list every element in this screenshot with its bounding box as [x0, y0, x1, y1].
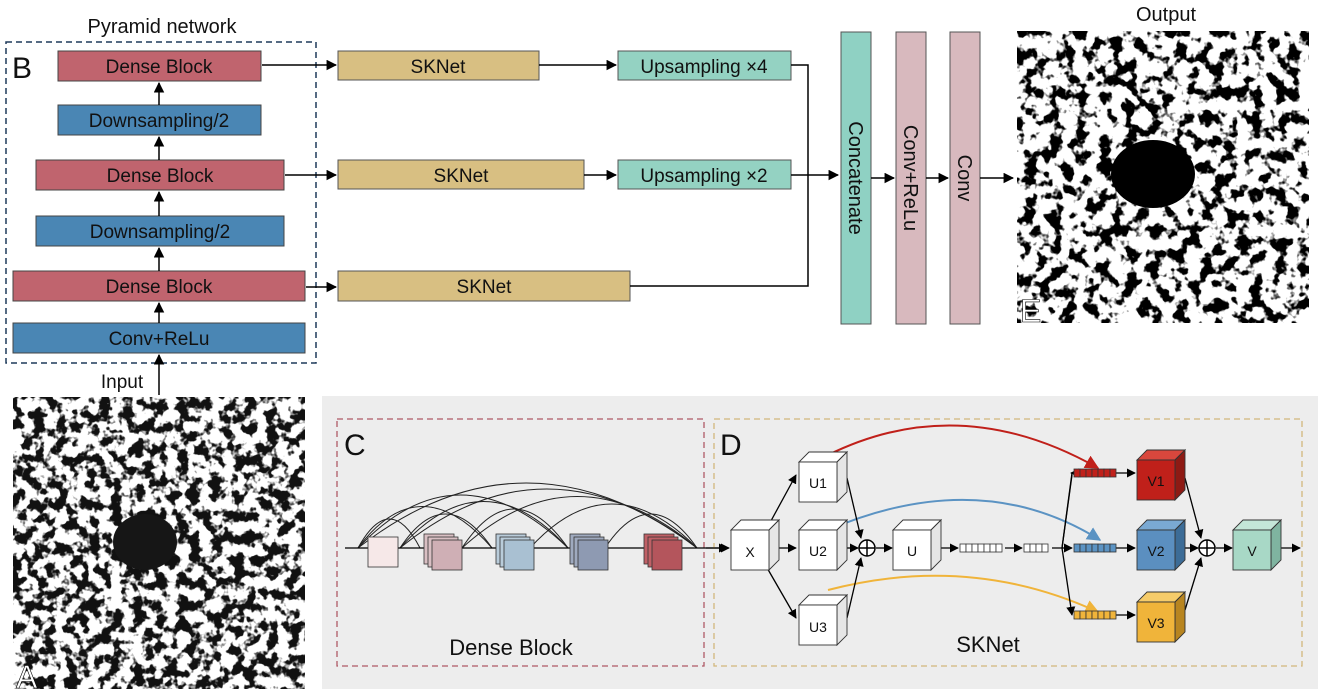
sknet-flow-arrows [706, 468, 1301, 620]
sum-node-1 [858, 539, 876, 557]
dense-feature-stack-2 [423, 533, 463, 571]
downsampling-bottom: Downsampling/2 [35, 215, 285, 247]
sknet-top-label: SKNet [411, 57, 467, 78]
downsampling-top-label: Downsampling/2 [89, 111, 229, 132]
input-image [13, 397, 305, 689]
dense-feature-stack-4 [569, 533, 609, 571]
dense-block-top-label: Dense Block [106, 57, 213, 78]
branch-arrows [262, 59, 840, 293]
fusion-conv-block: Conv [949, 31, 981, 325]
output-title: Output [1136, 4, 1196, 26]
downsampling-bottom-label: Downsampling/2 [90, 222, 230, 243]
upsampling-mid-label: Upsampling ×2 [640, 166, 767, 187]
fusion-conv-label: Conv [953, 155, 975, 202]
vector-c-yellow [1073, 610, 1117, 620]
conv-relu-label: Conv+ReLu [109, 329, 210, 350]
cube-v1: V1 [1135, 448, 1187, 502]
conv-relu-block: Conv+ReLu [12, 322, 306, 354]
vector-b-blue [1073, 543, 1117, 553]
dense-feature-stack-1 [367, 536, 399, 568]
dense-block-mid: Dense Block [35, 159, 285, 191]
fusion-conv-relu-label: Conv+ReLu [899, 125, 921, 231]
dense-detail-caption: Dense Block [449, 635, 574, 660]
input-label: Input [101, 372, 144, 393]
output-image [1017, 31, 1309, 323]
concatenate-block: Concatenate [840, 31, 872, 325]
upsampling-mid: Upsampling ×2 [617, 159, 792, 190]
downsampling-top: Downsampling/2 [57, 104, 262, 136]
cube-u: U [891, 518, 943, 572]
cube-v1-label: V1 [1147, 473, 1164, 489]
panel-letter-b: B [12, 52, 32, 85]
cube-v2: V2 [1135, 518, 1187, 572]
panel-letter-d: D [720, 429, 742, 462]
vector-a-red [1073, 468, 1117, 478]
cube-u1: U1 [797, 450, 849, 504]
blue-selection-path [827, 498, 1102, 541]
cube-v3: V3 [1135, 590, 1187, 644]
sknet-detail-caption: SKNet [956, 632, 1020, 657]
cube-x: X [729, 518, 781, 572]
yellow-selection-path [827, 574, 1100, 614]
cube-v2-label: V2 [1147, 543, 1164, 559]
pyramid-title: Pyramid network [88, 16, 238, 38]
panel-letter-a: A [16, 659, 38, 695]
vector-z [1023, 543, 1049, 553]
cube-v: V [1231, 518, 1283, 572]
cube-u3-label: U3 [809, 619, 827, 635]
vector-s [959, 543, 1003, 553]
cube-u1-label: U1 [809, 475, 827, 491]
sknet-bottom-label: SKNet [457, 277, 513, 298]
dense-detail-frame [336, 418, 705, 667]
red-selection-path [827, 424, 1100, 469]
sknet-detail-frame [713, 418, 1303, 667]
dense-block-bottom: Dense Block [12, 270, 306, 302]
sum-node-2 [1198, 539, 1216, 557]
dense-feature-stack-3 [495, 533, 535, 571]
sknet-bottom: SKNet [337, 270, 631, 302]
sknet-mid-label: SKNet [434, 166, 490, 187]
cube-u3: U3 [797, 593, 849, 647]
dense-skip-arcs [357, 482, 698, 549]
cube-v-label: V [1247, 543, 1257, 559]
dense-feature-stack-5 [643, 533, 683, 571]
panel-letter-e: E [1020, 293, 1041, 329]
upsampling-top: Upsampling ×4 [617, 50, 792, 81]
sknet-mid: SKNet [337, 159, 585, 190]
cube-u2-label: U2 [809, 543, 827, 559]
dense-block-top: Dense Block [57, 50, 262, 82]
cube-u-label: U [907, 543, 917, 559]
dense-block-bottom-label: Dense Block [106, 277, 213, 298]
dense-block-mid-label: Dense Block [107, 166, 214, 187]
panel-letter-c: C [344, 429, 366, 462]
upsampling-top-label: Upsampling ×4 [640, 57, 768, 78]
cube-u2: U2 [797, 518, 849, 572]
fusion-conv-relu-block: Conv+ReLu [895, 31, 927, 325]
cube-v3-label: V3 [1147, 615, 1164, 631]
concatenate-label: Concatenate [844, 121, 866, 234]
cube-x-label: X [745, 544, 755, 560]
pyramid-frame [5, 41, 317, 364]
sknet-top: SKNet [337, 50, 540, 81]
